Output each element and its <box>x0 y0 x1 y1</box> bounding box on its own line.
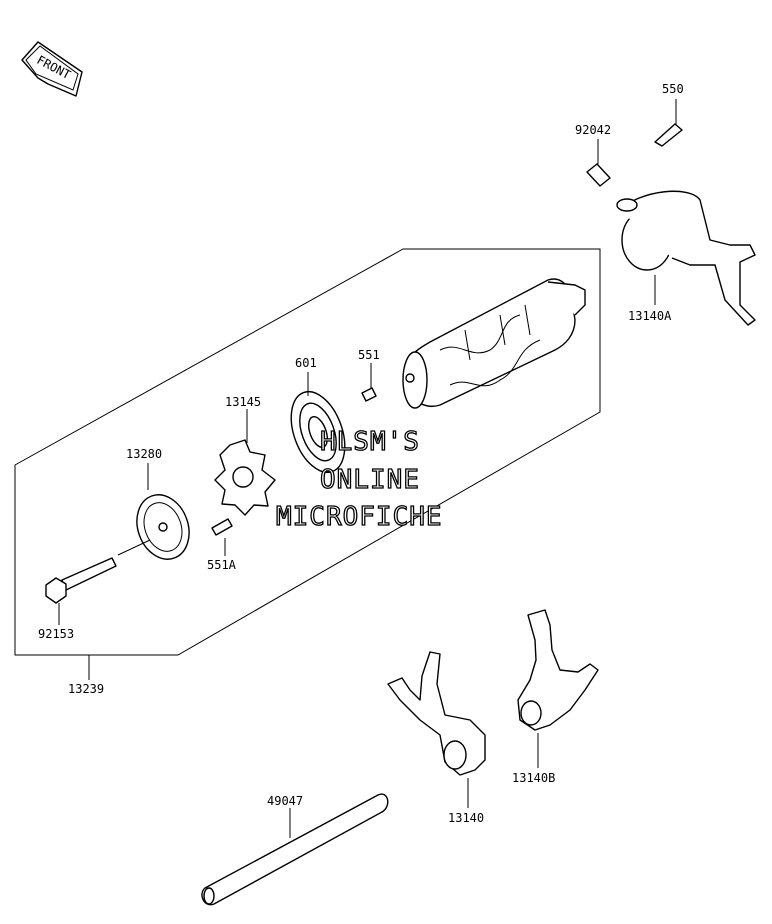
label-92042: 92042 <box>575 123 611 137</box>
fork-13140B <box>517 609 599 731</box>
pin-551 <box>361 387 377 402</box>
label-13140B: 13140B <box>512 771 555 785</box>
label-13280: 13280 <box>126 447 162 461</box>
shift-drum <box>402 278 586 409</box>
label-13140A: 13140A <box>628 309 672 323</box>
watermark: HLSM'S ONLINE MICROFICHE <box>275 426 443 532</box>
label-550: 550 <box>662 82 684 96</box>
watermark-line-1: HLSM'S <box>320 427 420 457</box>
label-92153: 92153 <box>38 627 74 641</box>
pin-551A <box>211 518 233 536</box>
leader-lines <box>58 99 677 838</box>
bearing-601 <box>290 390 346 474</box>
fork-13140 <box>387 651 486 776</box>
assembly-outline <box>14 248 601 656</box>
label-13239: 13239 <box>68 682 104 696</box>
cam-13280 <box>136 494 190 560</box>
label-13145: 13145 <box>225 395 261 409</box>
watermark-line-3: MICROFICHE <box>276 502 443 532</box>
label-601: 601 <box>295 356 317 370</box>
star-gear-13145 <box>214 439 276 516</box>
shift-rod-49047 <box>201 793 389 906</box>
fork-13140A <box>616 190 756 326</box>
label-551: 551 <box>358 348 380 362</box>
pin-92042 <box>586 163 611 187</box>
label-49047: 49047 <box>267 794 303 808</box>
front-arrow-icon: FRONT <box>21 41 83 97</box>
bolt-92153 <box>45 539 151 604</box>
label-13140: 13140 <box>448 811 484 825</box>
label-551A: 551A <box>207 558 237 572</box>
watermark-line-2: ONLINE <box>320 465 420 495</box>
cotter-pin-550 <box>654 123 683 147</box>
